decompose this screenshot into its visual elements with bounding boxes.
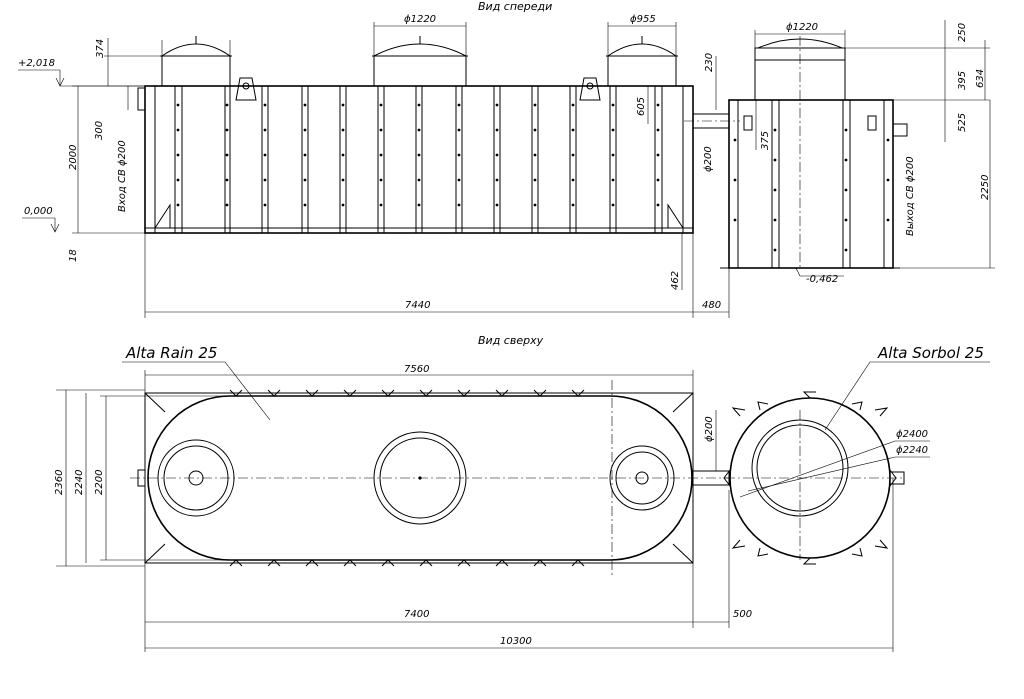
sorbol-plan — [723, 391, 905, 565]
level-sorbol-bottom: -0,462 — [795, 267, 844, 285]
top-horizontal-dims: 7560 7400 500 10300 — [144, 364, 894, 652]
svg-text:395: 395 — [957, 71, 968, 90]
rain-plan-manhole-center — [373, 431, 467, 525]
front-left-dims: 374 300 2000 18 Вход СВ ϕ200 — [68, 38, 160, 262]
rain-tank-bolts — [176, 103, 660, 207]
front-bottom-dims: 7440 480 — [144, 233, 730, 318]
svg-text:-0,462: -0,462 — [806, 274, 838, 285]
svg-text:ϕ1220: ϕ1220 — [404, 14, 436, 25]
rain-tank-right-foot — [667, 203, 684, 229]
svg-text:605: 605 — [636, 97, 647, 116]
level-zero: 0,000 — [22, 206, 60, 233]
rain-tank-left-foot — [154, 203, 171, 229]
svg-text:7400: 7400 — [404, 609, 429, 620]
sorbol-outlet-grate — [867, 115, 877, 131]
svg-text:ϕ200: ϕ200 — [704, 416, 715, 442]
svg-text:2240: 2240 — [74, 470, 85, 495]
sorbol-tank-ribs — [737, 100, 885, 268]
label-alta-rain: Alta Rain 25 — [125, 344, 217, 362]
svg-text:ϕ2240: ϕ2240 — [896, 445, 928, 456]
svg-text:2250: 2250 — [980, 175, 991, 200]
rain-plan-manhole-right — [609, 445, 675, 511]
top-view: Вид сверху Alta Rain 25 Alta Sorbol 25 — [54, 334, 990, 652]
sorbol-plan-dims: ϕ2400 ϕ2240 — [739, 429, 930, 498]
svg-text:634: 634 — [975, 69, 986, 88]
svg-text:525: 525 — [957, 113, 968, 132]
label-alta-sorbol: Alta Sorbol 25 — [877, 344, 984, 362]
rain-manhole-right — [606, 36, 678, 87]
rain-plan-manhole-left — [157, 439, 235, 517]
leader-alta-sorbol — [824, 361, 990, 431]
top-left-dims: 2360 2240 2200 — [54, 389, 230, 567]
svg-text:ϕ1220: ϕ1220 — [786, 22, 818, 33]
svg-text:300: 300 — [94, 121, 105, 140]
svg-text:ϕ200: ϕ200 — [703, 146, 714, 172]
sorbol-inlet-grate — [743, 115, 753, 131]
rain-manhole-center — [372, 36, 468, 87]
lifting-lug-left-hole — [242, 82, 250, 90]
front-right-dims: 250 395 634 525 2250 Выход СВ ϕ200 — [845, 20, 995, 269]
plan-inlet-pipe — [137, 469, 146, 487]
front-view-title: Вид спереди — [478, 0, 552, 13]
level-top: +2,018 — [18, 58, 145, 87]
svg-text:ϕ955: ϕ955 — [630, 14, 656, 25]
rain-plan-body — [147, 395, 693, 561]
rain-plan-ribs — [229, 389, 585, 567]
svg-text:250: 250 — [957, 23, 968, 42]
front-middle-dims: 230 605 ϕ200 375 462 — [636, 53, 771, 290]
rain-tank-ribs — [154, 86, 684, 233]
svg-text:7560: 7560 — [404, 364, 429, 375]
front-view: Вид спереди — [18, 0, 995, 318]
rain-manhole-left — [160, 36, 232, 87]
svg-text:+2,018: +2,018 — [18, 58, 55, 69]
svg-text:ϕ2400: ϕ2400 — [896, 429, 928, 440]
svg-text:7440: 7440 — [405, 300, 430, 311]
svg-text:2000: 2000 — [68, 145, 79, 170]
outlet-pipe — [892, 123, 908, 137]
inlet-pipe — [137, 87, 146, 111]
svg-text:2360: 2360 — [54, 470, 65, 495]
svg-text:2200: 2200 — [94, 470, 105, 495]
svg-text:Вход СВ ϕ200: Вход СВ ϕ200 — [117, 140, 128, 212]
svg-text:18: 18 — [68, 249, 79, 262]
lifting-lug-right-hole — [586, 82, 594, 90]
rain-plan-corner-braces — [144, 392, 694, 564]
svg-text:0,000: 0,000 — [24, 206, 53, 217]
svg-text:10300: 10300 — [500, 636, 532, 647]
svg-text:375: 375 — [760, 131, 771, 150]
lifting-lug-right — [579, 77, 601, 101]
svg-text:374: 374 — [95, 39, 106, 58]
svg-text:500: 500 — [733, 609, 752, 620]
svg-text:Выход СВ ϕ200: Выход СВ ϕ200 — [905, 156, 916, 236]
rain-tank-body — [144, 85, 694, 234]
svg-text:462: 462 — [670, 271, 681, 290]
front-top-dims: ϕ1220 ϕ955 ϕ1220 — [373, 14, 846, 56]
top-view-title: Вид сверху — [478, 334, 544, 347]
svg-text:230: 230 — [704, 53, 715, 72]
leader-alta-rain — [122, 361, 271, 421]
lifting-lug-left — [235, 77, 257, 101]
sorbol-tank-bolts — [733, 128, 890, 252]
svg-text:480: 480 — [702, 300, 721, 311]
